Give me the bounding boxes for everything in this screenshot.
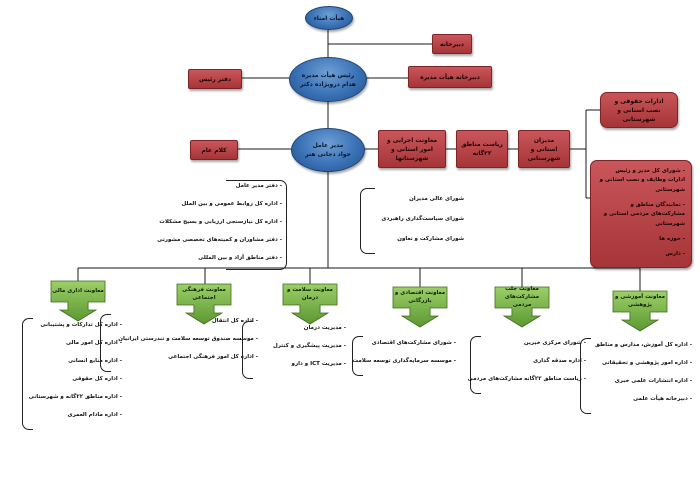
green-arrow-shape	[176, 283, 232, 325]
president-name: هدام درویژاده دکتر	[300, 80, 356, 88]
deputy-bracket	[22, 318, 33, 430]
green-arrow-shape	[612, 290, 668, 332]
ceo-name: جواد دجانی هنر	[305, 151, 351, 158]
legal-offices-box[interactable]: ادارات حقوقی و نصب استانی و شهرستانی	[600, 92, 678, 128]
ceo-node[interactable]: مدیر عامل جواد دجانی هنر	[291, 128, 365, 172]
list-item: - مدیریت پیشگیری و کنترل	[272, 343, 346, 349]
exec-deputy-box[interactable]: معاونت اجرایی و امور استانی و شهرستانها	[378, 130, 446, 168]
deputy-list: - شورای مشارکت‌های اقتصادی - موسسه سرمایه…	[352, 340, 456, 376]
list-item: - نمایندگان مناطق و مشارکت‌های مردمی است…	[603, 202, 685, 227]
board-secretariat-box[interactable]: دبیرخانه هیأت مدیره	[408, 66, 492, 88]
list-item: - دفتر مناطق آزاد و بین المللی	[198, 255, 282, 261]
list-item: - اداره مناطق ۲۲گانه و شهرستانی	[28, 394, 122, 400]
deputy-bracket	[580, 338, 591, 414]
list-item: - اداره امور پژوهشی و تحقیقاتی	[602, 360, 692, 366]
list-item: - اداره مادام العمری	[67, 412, 122, 418]
deputy-node[interactable]: معاونت سلامت و درمان	[282, 283, 338, 325]
list-item: - اداره کل نیازسنجی ارزیابی و بسیج مشکلا…	[159, 219, 282, 225]
green-arrow-shape	[392, 286, 448, 328]
list-item: - مدیریت ICT و دارو	[291, 361, 346, 367]
provincial-admins-box[interactable]: مدیران استانی و شهرستانی	[518, 130, 570, 168]
ceo-office-box[interactable]: کلام عام	[190, 140, 238, 160]
board-label: هیأت امناء	[313, 14, 345, 22]
green-arrow-shape	[494, 286, 550, 328]
list-item: - دفتر مدیر عامل	[235, 183, 282, 189]
list-item: - دارس	[665, 251, 685, 258]
president-label: رئیس هیأت مدیره	[301, 71, 355, 79]
list-item: - اداره منابع انسانی	[68, 358, 122, 364]
deputy-bracket	[100, 314, 111, 372]
deputy-title: معاونت اداری مالی	[52, 288, 104, 295]
deputy-bracket	[352, 336, 363, 376]
ceo-offices-bracket	[226, 180, 287, 270]
list-item: - شورای کل مدیر و رئیس ادارات وظایف و نص…	[599, 168, 685, 193]
deputy-node[interactable]: معاونت اداری مالی	[50, 280, 106, 322]
list-item: - شورای مشارکت‌های اقتصادی	[371, 340, 456, 346]
list-item: - ریاست مناطق ۲۲گانه مشارکت‌های مردمی	[467, 376, 586, 382]
list-item: شورای سیاست‌گذاری راهبردی	[381, 216, 464, 222]
deputy-title: معاونت اقتصادی و بازرگانی	[394, 290, 446, 304]
green-arrow-shape	[282, 283, 338, 325]
list-item: - دبیرخانه هیأت علمی	[633, 396, 692, 402]
deputy-title: معاونت آموزشی و پژوهشی	[614, 294, 665, 308]
deputy-list: - اداره کل آموزش، مدارس و مناطق - اداره ا…	[588, 342, 692, 414]
councils-list: شورای عالی مدیران شورای سیاست‌گذاری راهب…	[364, 196, 464, 256]
deputy-title: معاونت جلب مشارکت‌های مردمی	[504, 286, 540, 308]
deputy-title: معاونت فرهنگی اجتماعی	[182, 287, 226, 301]
deputy-list: - مدیریت درمان - مدیریت پیشگیری و کنترل - …	[250, 325, 346, 379]
list-item: - شورای مرکزی خیرین	[523, 340, 586, 346]
provincial-councils-box[interactable]: - شورای کل مدیر و رئیس ادارات وظایف و نص…	[590, 160, 692, 268]
list-item: - حوزه ها	[659, 236, 685, 243]
list-item: - اداره کل حقوقی	[72, 376, 122, 382]
board-of-trustees-node[interactable]: هیأت امناء	[305, 6, 353, 30]
list-item: - اداره انتشارات علمی خبری	[614, 378, 692, 384]
deputy-list: - اداره کل تدارکات و پشتیبانی - اداره کل …	[28, 322, 122, 430]
list-item: - اداره کل امور فرهنگی اجتماعی	[168, 354, 258, 360]
board-president-node[interactable]: رئیس هیأت مدیره هدام درویژاده دکتر	[289, 57, 367, 102]
list-item: - اداره کل تدارکات و پشتیبانی	[40, 322, 122, 328]
list-item: - اداره کل امور مالی	[65, 340, 122, 346]
president-office-box[interactable]: دفتر رئیس	[188, 69, 242, 89]
deputy-list: - شورای مرکزی خیرین - اداره صدقه گذاری - ر…	[467, 340, 586, 394]
list-item: - موسسه صندوق توسعه سلامت و تندرستی ایرا…	[118, 336, 258, 342]
deputy-list: - اداره کل انتقال - موسسه صندوق توسعه سلا…	[108, 318, 258, 372]
list-item: - موسسه سرمایه‌گذاری توسعه سلامت	[352, 358, 456, 364]
list-item: - اداره کل انتقال	[211, 318, 258, 324]
ceo-offices-list: - دفتر مدیر عامل - اداره کل روابط عمومی …	[157, 183, 282, 273]
deputy-title: معاونت سلامت و درمان	[287, 287, 333, 301]
deputy-node[interactable]: معاونت اقتصادی و بازرگانی	[392, 286, 448, 328]
provincial-councils-list: - شورای کل مدیر و رئیس ادارات وظایف و نص…	[597, 167, 685, 266]
secretariat-box[interactable]: دبیرخانه	[432, 34, 472, 54]
ceo-label: مدیر عامل	[312, 142, 344, 149]
green-arrow-shape	[50, 280, 106, 322]
list-item: شورای مشارکت و تعاون	[397, 236, 464, 242]
list-item: شورای عالی مدیران	[409, 196, 464, 202]
deputy-node[interactable]: معاونت جلب مشارکت‌های مردمی	[494, 286, 550, 328]
deputy-node[interactable]: معاونت آموزشی و پژوهشی	[612, 290, 668, 332]
deputy-bracket	[242, 321, 253, 379]
list-item: - اداره کل روابط عمومی و بین الملل	[181, 201, 282, 207]
list-item: - دفتر مشاوران و کمیته‌های تخصصی مشورتی	[157, 237, 282, 243]
sports-deputy-box[interactable]: ریاست مناطق ۲۲گانه	[456, 130, 508, 168]
list-item: - اداره کل آموزش، مدارس و مناطق	[595, 342, 692, 348]
list-item: - مدیریت درمان	[303, 325, 346, 331]
list-item: - اداره صدقه گذاری	[533, 358, 586, 364]
deputy-node[interactable]: معاونت فرهنگی اجتماعی	[176, 283, 232, 325]
councils-bracket	[360, 188, 375, 254]
deputy-bracket	[470, 336, 481, 394]
